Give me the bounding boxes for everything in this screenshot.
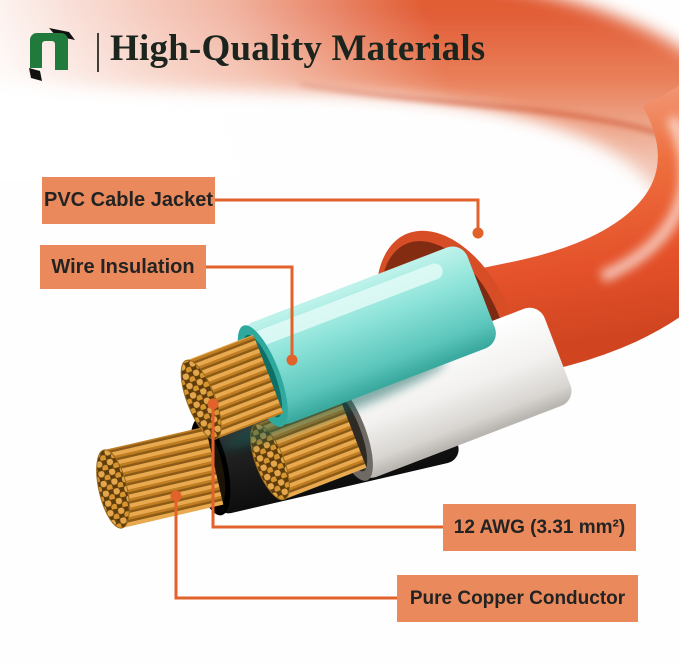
white-wire-insulation	[328, 307, 572, 478]
callout-pvc-jacket: PVC Cable Jacket	[42, 177, 215, 224]
callout-wire-insulation-label: Wire Insulation	[51, 255, 195, 278]
white-wire-copper-face	[250, 423, 290, 501]
leader-pvc-jacket	[215, 198, 480, 229]
callout-anchor-dots	[170, 227, 484, 502]
cyan-wire-insulation	[242, 246, 496, 424]
callout-leader-lines	[174, 198, 480, 600]
white-wire	[250, 307, 572, 501]
anchor-dot-pvc-jacket	[472, 227, 484, 239]
leader-awg-size	[211, 405, 443, 529]
cyan-wire	[180, 246, 496, 449]
cyan-wire-copper-face	[180, 359, 222, 440]
anchor-dot-copper-conductor	[170, 490, 182, 502]
leader-wire-insulation	[206, 265, 294, 356]
anchor-dot-wire-insulation	[286, 354, 298, 366]
anchor-dot-awg-size	[207, 398, 219, 410]
callout-wire-insulation: Wire Insulation	[40, 245, 206, 289]
callout-awg-size: 12 AWG (3.31 mm²)	[443, 504, 636, 551]
callout-awg-size-label: 12 AWG (3.31 mm²)	[453, 516, 626, 538]
black-wire-copper-face	[96, 449, 130, 529]
brand-logo-icon	[29, 28, 75, 81]
leader-copper-conductor	[174, 497, 397, 600]
callout-pvc-jacket-label: PVC Cable Jacket	[44, 189, 213, 211]
black-wire-copper-strands	[104, 426, 224, 528]
callout-copper-conductor: Pure Copper Conductor	[397, 575, 638, 622]
page-title: High-Quality Materials	[110, 28, 486, 69]
callout-copper-conductor-label: Pure Copper Conductor	[409, 587, 626, 609]
brand-divider	[97, 33, 99, 72]
